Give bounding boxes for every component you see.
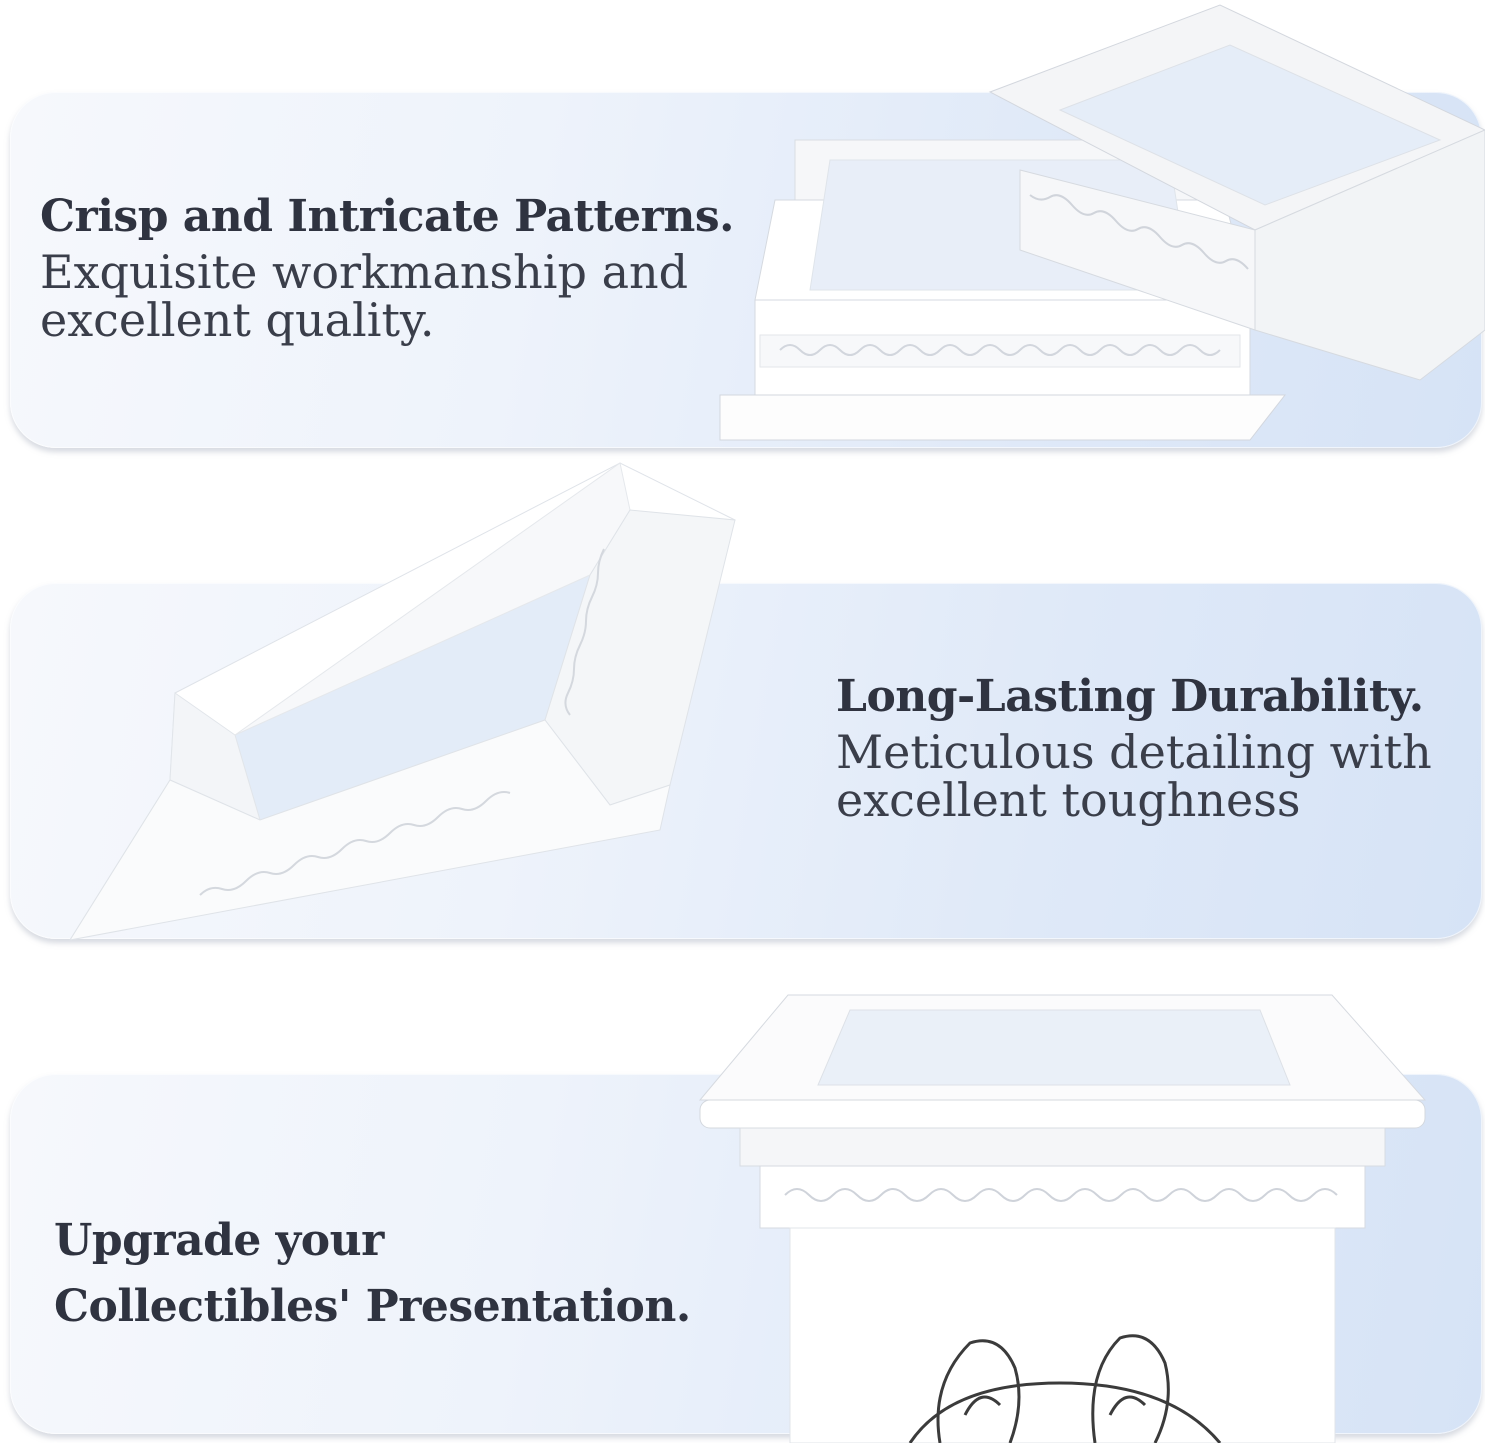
display-pedestal-illustration (698, 994, 1427, 1443)
section-durability-body-line-1: Meticulous detailing with (836, 725, 1432, 779)
section-patterns-body: Exquisite workmanship and excellent qual… (40, 248, 740, 344)
section-presentation-text: Upgrade your Collectibles' Presentation. (54, 1208, 754, 1340)
angled-frame-illustration (68, 462, 736, 941)
section-patterns-text: Crisp and Intricate Patterns. Exquisite … (40, 191, 740, 345)
section-presentation-headline-line-1: Upgrade your (54, 1215, 384, 1266)
section-durability-body: Meticulous detailing with excellent toug… (836, 728, 1456, 824)
section-presentation-headline-line-2: Collectibles' Presentation. (54, 1281, 691, 1332)
section-durability-body-line-2: excellent toughness (836, 773, 1301, 827)
section-patterns-headline: Crisp and Intricate Patterns. (40, 191, 734, 242)
section-patterns-body-line-1: Exquisite workmanship and (40, 245, 689, 299)
section-presentation-headline: Upgrade your Collectibles' Presentation. (54, 1208, 754, 1340)
section-patterns-body-line-2: excellent quality. (40, 293, 435, 347)
section-durability-text: Long-Lasting Durability. Meticulous deta… (836, 671, 1456, 825)
frame-pair-illustration (719, 4, 1485, 441)
section-durability-headline: Long-Lasting Durability. (836, 671, 1424, 722)
